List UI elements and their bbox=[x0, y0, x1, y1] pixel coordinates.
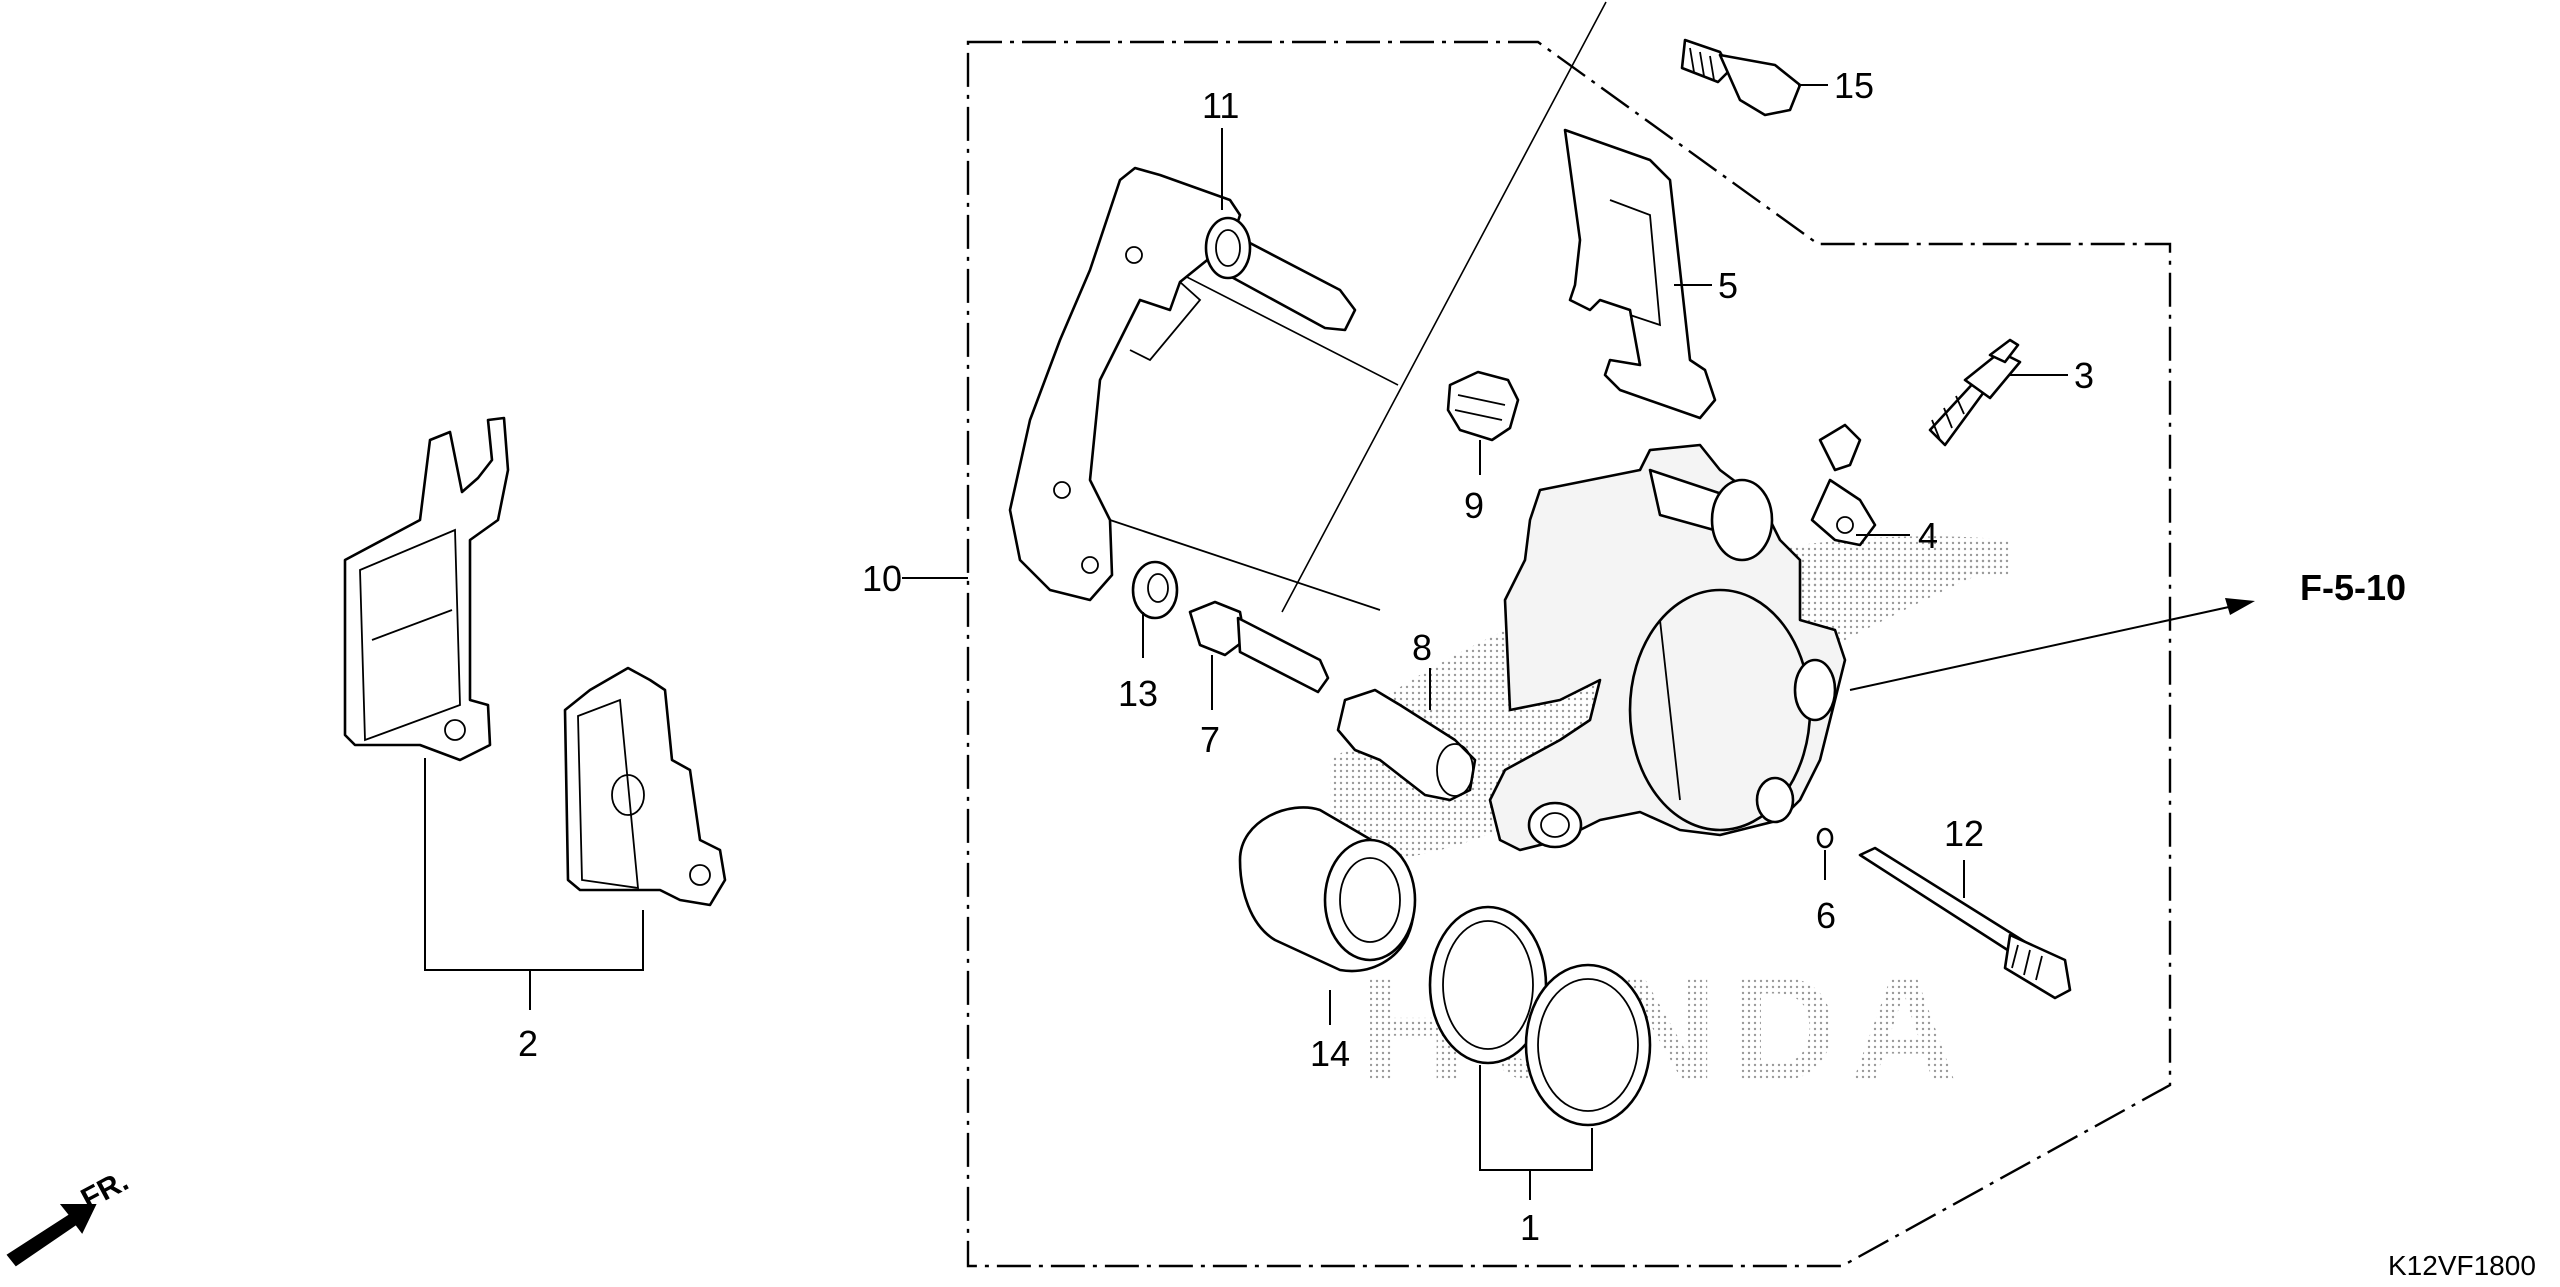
plug-9 bbox=[1446, 370, 1520, 442]
brake-pad-inner bbox=[563, 666, 727, 907]
reference-label: F-5-10 bbox=[2300, 567, 2406, 608]
assembly-frame bbox=[966, 40, 2172, 1268]
callout-11: 11 bbox=[1202, 85, 1239, 126]
bleeder-screw bbox=[1928, 338, 2022, 447]
callout-4: 4 bbox=[1918, 515, 1938, 556]
callout-8: 8 bbox=[1412, 627, 1432, 668]
callout-13: 13 bbox=[1118, 673, 1158, 714]
o-ring-6 bbox=[1816, 827, 1834, 849]
washer-13 bbox=[1131, 560, 1179, 620]
leader-lines bbox=[424, 84, 2068, 1200]
bleeder-cap bbox=[1810, 423, 1877, 547]
callout-5: 5 bbox=[1718, 265, 1738, 306]
callout-7: 7 bbox=[1200, 719, 1220, 760]
callout-1: 1 bbox=[1520, 1207, 1540, 1248]
caliper-body bbox=[1488, 443, 1847, 852]
diagram-code: K12VF1800 bbox=[2388, 1250, 2536, 1281]
pad-spring bbox=[1563, 128, 1717, 420]
callout-15: 15 bbox=[1834, 65, 1874, 106]
caliper-bracket bbox=[1008, 166, 1381, 611]
callout-12: 12 bbox=[1944, 813, 1984, 854]
callout-6: 6 bbox=[1816, 895, 1836, 936]
pad-pin-12 bbox=[1858, 846, 2072, 1000]
pin-bolt-7 bbox=[1188, 600, 1330, 694]
slide-pin-11 bbox=[1204, 216, 1357, 332]
callout-9: 9 bbox=[1464, 485, 1484, 526]
piston-seal bbox=[1428, 905, 1548, 1065]
brake-pad-outer bbox=[343, 416, 510, 762]
callout-2: 2 bbox=[518, 1023, 538, 1064]
piston-14 bbox=[1238, 806, 1417, 973]
bolt-15 bbox=[1680, 38, 1802, 117]
dust-seal bbox=[1524, 963, 1652, 1127]
reference-arrow bbox=[1849, 598, 2255, 691]
boot-8 bbox=[1336, 688, 1477, 802]
callout-14: 14 bbox=[1310, 1033, 1350, 1074]
callout-3: 3 bbox=[2074, 355, 2094, 396]
callout-10: 10 bbox=[862, 558, 902, 599]
front-direction-arrow bbox=[6, 1204, 97, 1267]
